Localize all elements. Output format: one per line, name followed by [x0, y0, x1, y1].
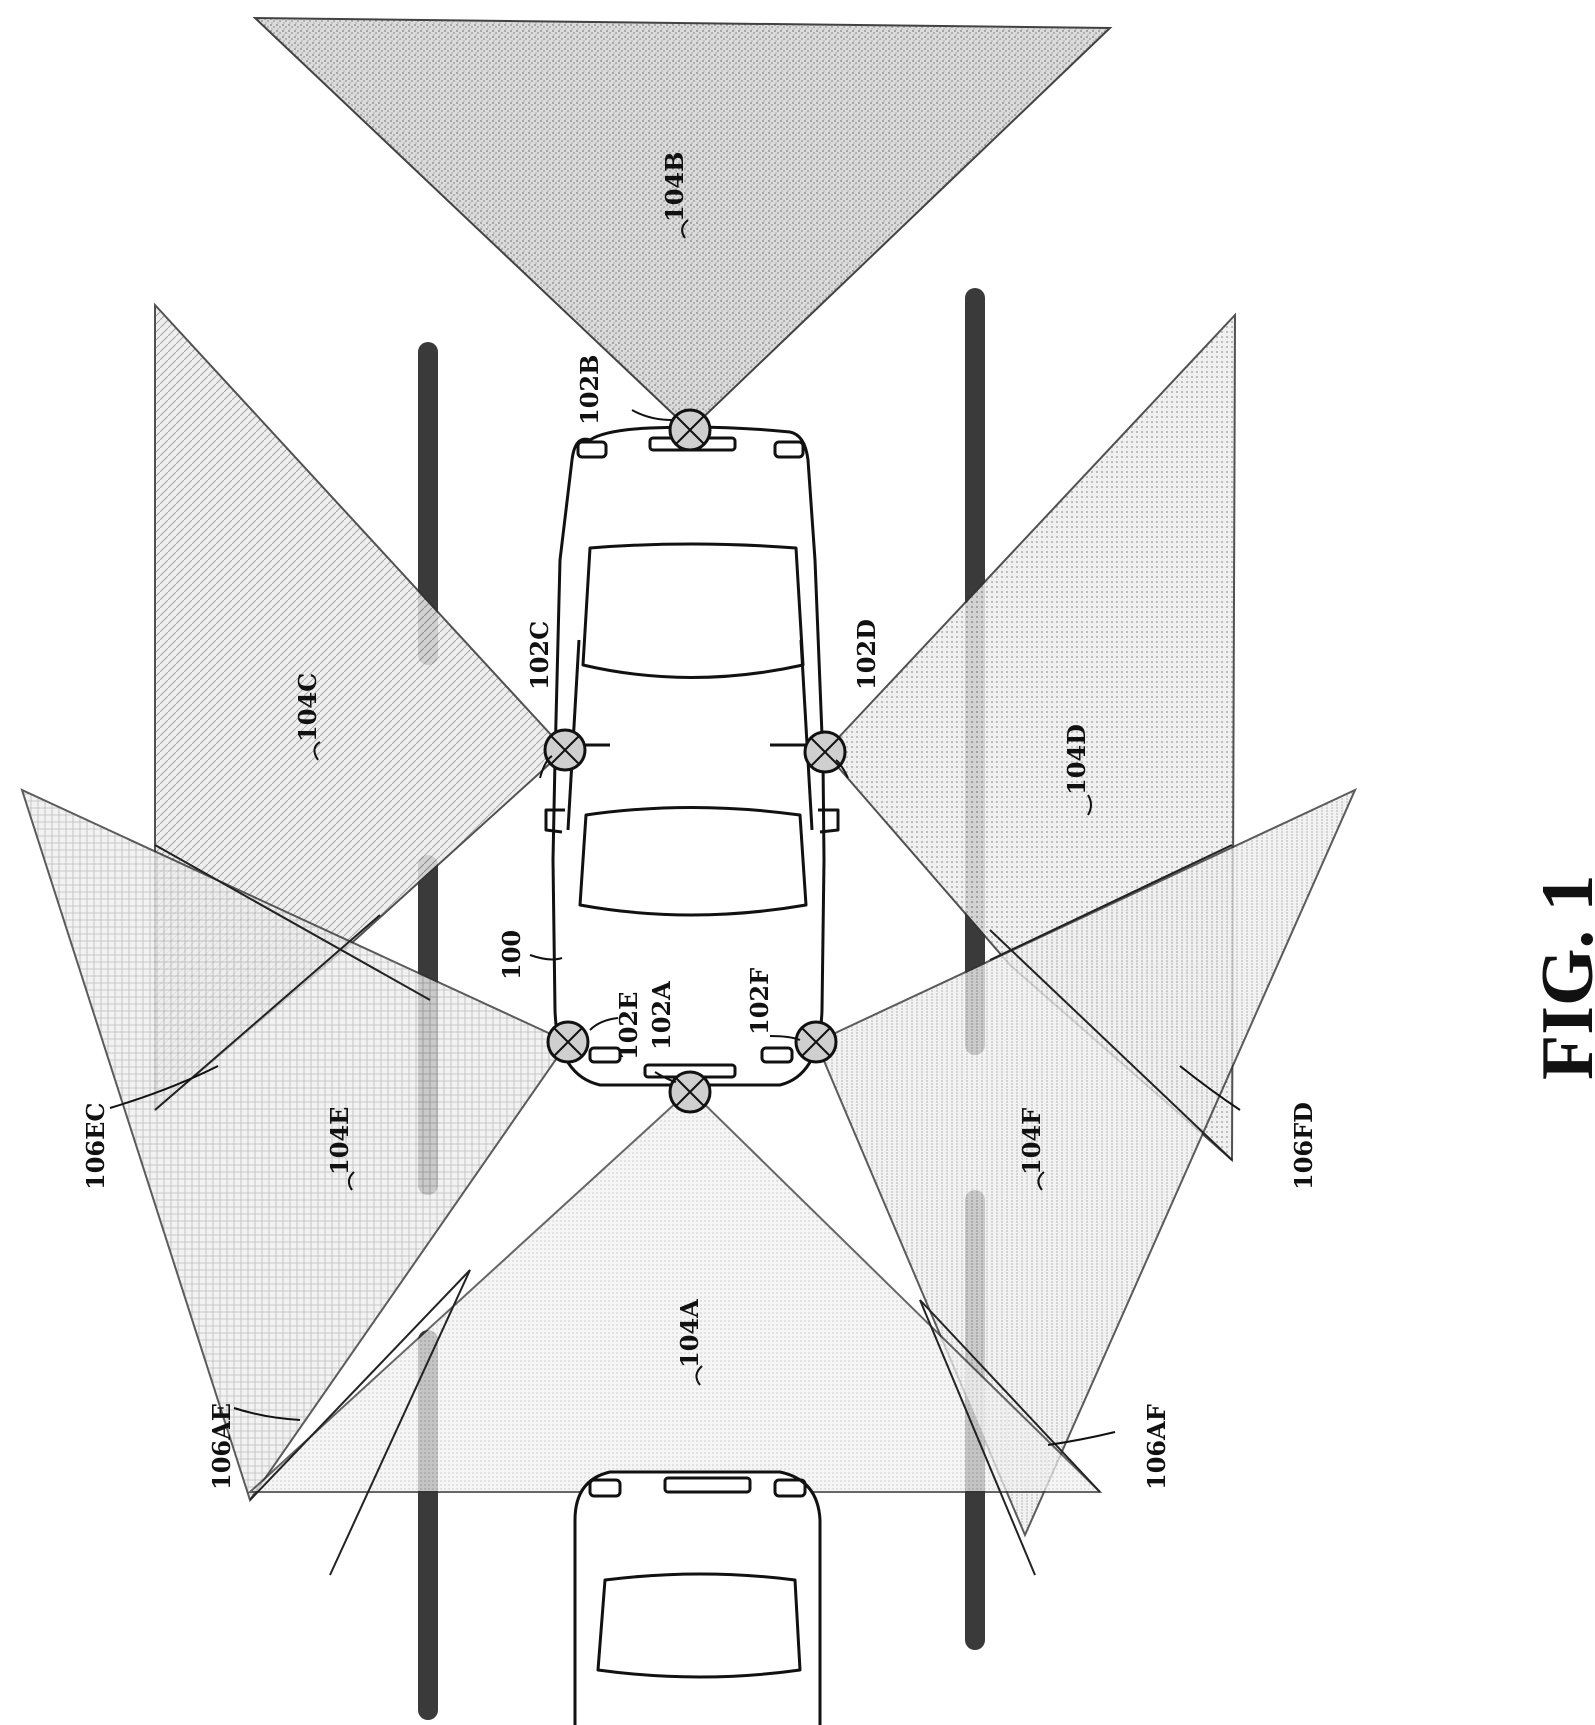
label-100: 100: [497, 930, 526, 980]
figure-caption: FIG. 1: [1527, 874, 1595, 1080]
label-104C: 104C: [293, 673, 322, 742]
label-102B: 102B: [575, 355, 604, 425]
label-102D: 102D: [852, 619, 881, 690]
label-106FD: 106FD: [1289, 1102, 1318, 1190]
label-102E: 102E: [614, 992, 643, 1060]
sensor-102A-icon: [670, 1072, 710, 1112]
sensor-102C-icon: [545, 730, 585, 770]
label-104E: 104E: [325, 1107, 354, 1175]
label-104D: 104D: [1062, 724, 1091, 795]
label-106EC: 106EC: [81, 1103, 110, 1191]
sensor-102D-icon: [805, 732, 845, 772]
label-102F: 102F: [745, 968, 774, 1035]
sensor-102E-icon: [548, 1022, 588, 1062]
leading-vehicle: [575, 1472, 820, 1725]
vehicle-body: [553, 427, 824, 1085]
label-106AE: 106AE: [207, 1403, 236, 1490]
label-104F: 104F: [1017, 1108, 1046, 1175]
label-104B: 104B: [660, 152, 689, 222]
label-102C: 102C: [525, 621, 554, 690]
sensor-102F-icon: [796, 1022, 836, 1062]
label-104A: 104A: [675, 1299, 704, 1368]
label-106AF: 106AF: [1142, 1404, 1171, 1490]
sensor-102B-icon: [670, 410, 710, 450]
ego-vehicle: [546, 427, 838, 1085]
label-102A: 102A: [647, 981, 676, 1050]
